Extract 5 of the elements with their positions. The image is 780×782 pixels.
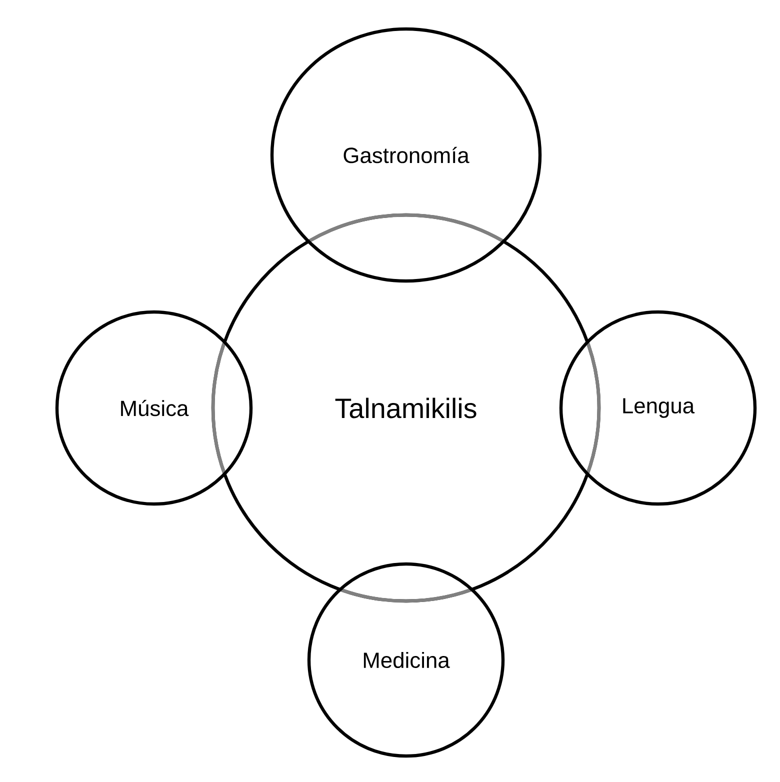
circle-node: Talnamikilis: [211, 213, 601, 603]
circle-node: Música: [55, 310, 253, 506]
circle-node: Lengua: [559, 310, 757, 506]
circle-node: Medicina: [307, 562, 505, 758]
circle-node: Gastronomía: [270, 27, 542, 283]
